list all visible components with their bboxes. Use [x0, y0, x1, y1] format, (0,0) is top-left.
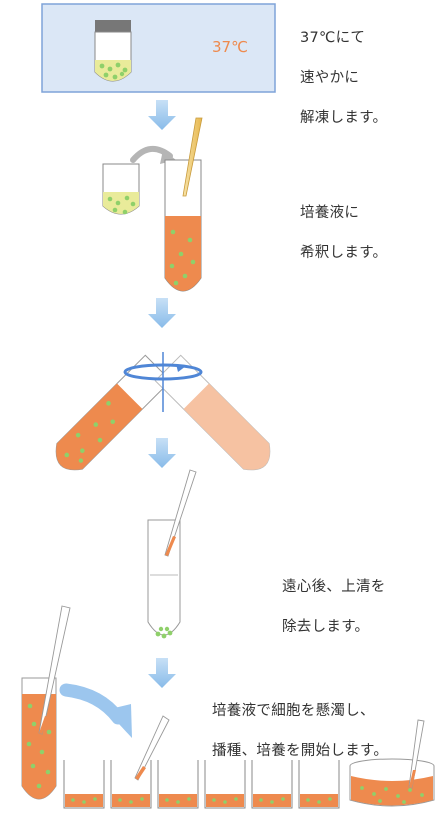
caption-line: 培養液に — [300, 205, 360, 221]
well — [63, 760, 105, 809]
tube-cells — [169, 229, 196, 286]
well — [204, 760, 246, 809]
caption-line: 培養液で細胞を懸濁し、 — [212, 703, 375, 719]
pipette — [182, 117, 203, 197]
centrifuge-tube-left — [55, 354, 172, 471]
pipette — [408, 719, 425, 789]
well-plate-strip — [63, 760, 340, 809]
step-arrow — [148, 658, 176, 688]
well — [251, 760, 293, 809]
pipette — [134, 715, 170, 781]
dilution-tube — [164, 159, 202, 292]
seeding-arrow — [59, 683, 132, 738]
pipette — [38, 605, 71, 735]
caption-line: 希釈します。 — [300, 245, 388, 261]
resuspension-tube — [21, 677, 57, 800]
well — [298, 760, 340, 809]
step-arrow — [148, 100, 176, 130]
vial-cells — [99, 62, 128, 80]
step-caption-centrifuge: 遠心後、上清を 除去します。 — [282, 557, 386, 657]
caption-line: 遠心後、上清を — [282, 579, 386, 595]
step-arrow — [148, 298, 176, 328]
caption-line: 除去します。 — [282, 619, 370, 635]
water-bath — [41, 3, 276, 93]
pipette — [164, 469, 197, 557]
caption-line: 37℃にて — [300, 30, 366, 46]
cryo-vial — [94, 20, 132, 82]
pellet-tube — [147, 519, 181, 639]
step-caption-thaw: 37℃にて 速やかに 解凍します。 — [300, 8, 387, 148]
well — [157, 760, 199, 809]
caption-line: 播種、培養を開始します。 — [212, 743, 389, 759]
caption-line: 解凍します。 — [300, 110, 388, 126]
well — [110, 760, 152, 809]
caption-line: 速やかに — [300, 70, 360, 86]
step-caption-dilute: 培養液に 希釈します。 — [300, 183, 387, 283]
thawed-vial — [102, 163, 140, 215]
rotation-axis — [123, 352, 203, 412]
tube-cells — [26, 703, 52, 789]
centrifuge-tube-right — [154, 354, 271, 471]
step-arrow — [148, 438, 176, 468]
cell-pellet — [155, 626, 173, 639]
bath-temperature-label: 37℃ — [212, 38, 248, 56]
step-caption-seed: 培養液で細胞を懸濁し、 播種、培養を開始します。 — [212, 681, 388, 781]
vial-cells — [107, 195, 136, 215]
